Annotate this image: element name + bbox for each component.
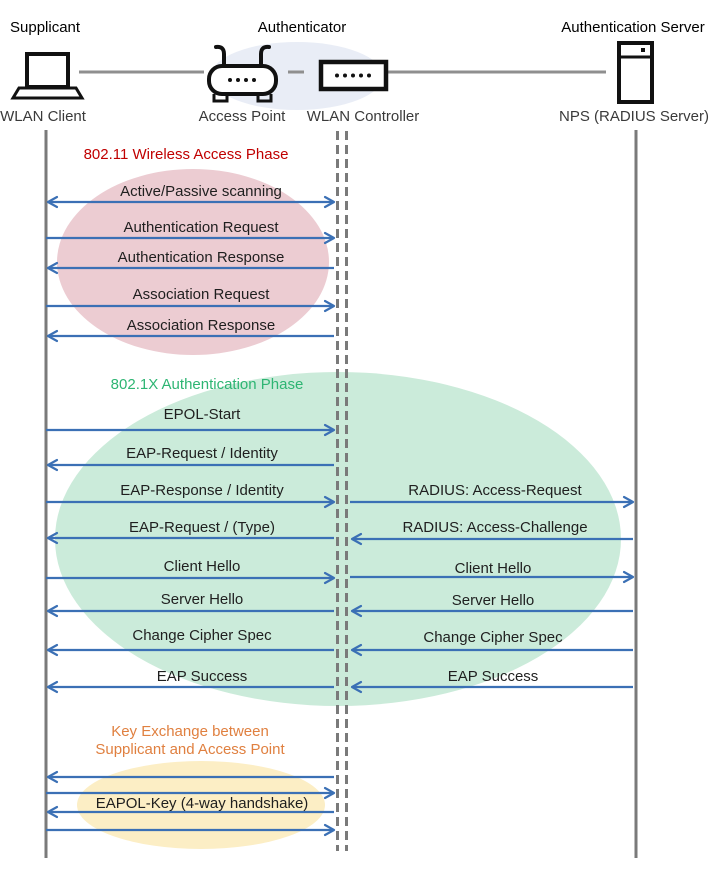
message-label: RADIUS: Access-Request bbox=[408, 482, 582, 499]
message-label: EAP-Response / Identity bbox=[120, 482, 284, 499]
lifelines bbox=[44, 130, 638, 858]
phase1-title: 802.11 Wireless Access Phase bbox=[83, 146, 289, 163]
message-label: Active/Passive scanning bbox=[120, 183, 282, 200]
node-wlan-client: WLAN Client bbox=[0, 108, 86, 125]
message-label: Client Hello bbox=[163, 558, 241, 575]
node-nps-radius-server: NPS (RADIUS Server) bbox=[558, 108, 710, 125]
message-label: EAP-Request / (Type) bbox=[129, 519, 275, 536]
message-label: Change Cipher Spec bbox=[423, 629, 563, 646]
wireless-router-icon bbox=[207, 44, 278, 103]
message-label: Association Response bbox=[126, 317, 276, 334]
message-label: EAP-Request / Identity bbox=[126, 445, 278, 462]
node-access-point: Access Point bbox=[198, 108, 286, 125]
message-arrows bbox=[46, 195, 635, 837]
phase2-title: 802.1X Authentication Phase bbox=[110, 376, 304, 393]
phase1-ellipse bbox=[57, 169, 329, 355]
role-authentication-server: Authentication Server bbox=[561, 19, 705, 36]
message-label: EPOL-Start bbox=[163, 406, 241, 423]
phase3-title-line1: Key Exchange between bbox=[111, 723, 269, 740]
controller-box-icon bbox=[318, 59, 389, 92]
node-wlan-controller: WLAN Controller bbox=[306, 108, 420, 125]
phase3-title-line2: Supplicant and Access Point bbox=[95, 741, 285, 758]
message-label: Association Request bbox=[132, 286, 270, 303]
server-icon bbox=[617, 41, 654, 104]
message-label: EAP Success bbox=[156, 668, 248, 685]
message-label: Change Cipher Spec bbox=[132, 627, 272, 644]
message-label: EAP Success bbox=[447, 668, 539, 685]
role-supplicant: Supplicant bbox=[10, 19, 81, 36]
message-label: Server Hello bbox=[160, 591, 244, 608]
message-label: EAPOL-Key (4-way handshake) bbox=[95, 795, 309, 812]
role-authenticator: Authenticator bbox=[257, 19, 347, 36]
phase3-ellipse bbox=[77, 761, 325, 849]
message-label: Authentication Response bbox=[117, 249, 285, 266]
message-label: RADIUS: Access-Challenge bbox=[402, 519, 588, 536]
message-label: Client Hello bbox=[454, 560, 532, 577]
message-label: Authentication Request bbox=[123, 219, 279, 236]
laptop-icon bbox=[10, 52, 85, 100]
message-label: Server Hello bbox=[451, 592, 535, 609]
